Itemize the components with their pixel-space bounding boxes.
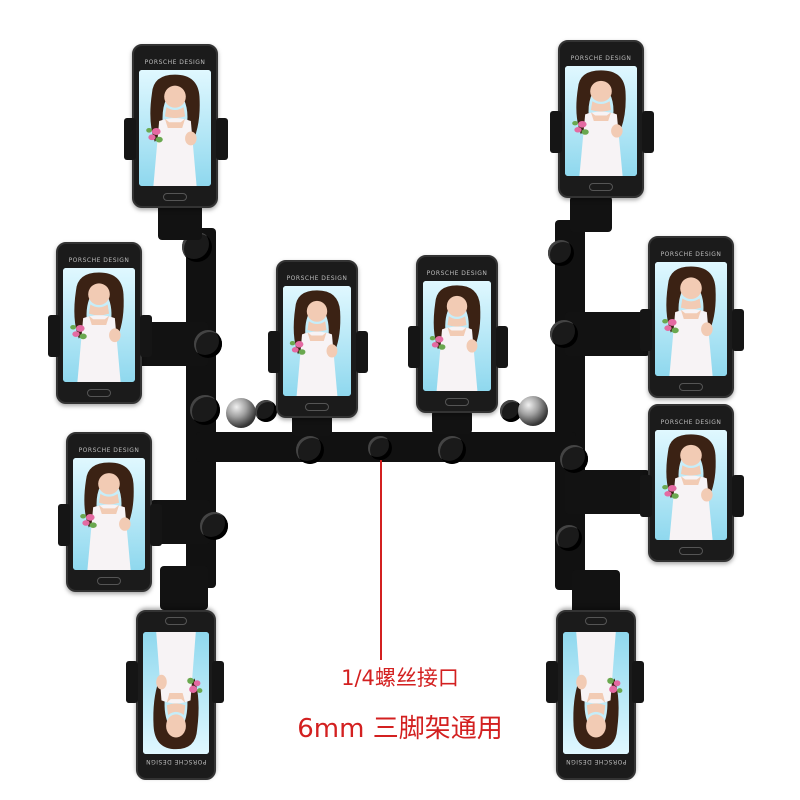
phone-clamp-right[interactable] — [140, 315, 152, 358]
phone-brand-label: PORSCHE DESIGN — [144, 59, 206, 66]
caption-line-2: 6mm 三脚架通用 — [297, 714, 503, 744]
knob[interactable] — [296, 436, 324, 464]
bottom-left-stem — [160, 566, 208, 610]
woman-photo — [655, 262, 727, 376]
phone-brand-label: PORSCHE DESIGN — [78, 447, 140, 454]
woman-photo — [563, 632, 629, 754]
phone-clamp-right[interactable] — [732, 309, 744, 352]
phone-screen — [283, 286, 351, 396]
phone-brand-label: PORSCHE DESIGN — [660, 251, 722, 258]
woman-photo — [63, 268, 135, 382]
phone-screen — [139, 70, 211, 186]
phone-brand-label: PORSCHE DESIGN — [426, 270, 488, 277]
phone-clamp-left[interactable] — [124, 118, 136, 160]
phone-clamp-left[interactable] — [550, 111, 562, 154]
top-right-stem — [570, 196, 612, 232]
knob[interactable] — [500, 400, 522, 422]
phone-clamp-left[interactable] — [640, 475, 652, 518]
ball-head[interactable] — [226, 398, 256, 428]
phone-home-button — [86, 389, 112, 397]
knob[interactable] — [550, 320, 578, 348]
phone-brand-label: PORSCHE DESIGN — [286, 275, 348, 282]
phone-bottom-right: PORSCHE DESIGN — [546, 610, 644, 780]
phone-home-button — [96, 577, 122, 585]
phone-home-button — [678, 547, 704, 555]
knob[interactable] — [368, 436, 392, 460]
right-upper-mount — [565, 312, 650, 356]
phone-clamp-right[interactable] — [496, 326, 508, 369]
phone-home-button — [305, 403, 329, 411]
woman-photo — [143, 632, 209, 754]
knob[interactable] — [255, 400, 277, 422]
phone-clamp-left[interactable] — [640, 309, 652, 352]
phone-center-right: PORSCHE DESIGN — [408, 255, 508, 413]
caption-line-1: 1/4螺丝接口 — [341, 666, 459, 690]
woman-photo — [139, 70, 211, 186]
phone-home-button — [584, 617, 608, 625]
phone-clamp-left[interactable] — [408, 326, 420, 369]
woman-photo — [283, 286, 351, 396]
phone-home-button — [678, 383, 704, 391]
knob[interactable] — [200, 512, 228, 540]
phone-clamp-right[interactable] — [356, 331, 368, 374]
phone-brand-label: PORSCHE DESIGN — [68, 257, 130, 264]
phone-home-button — [445, 398, 469, 406]
phone-clamp-right[interactable] — [732, 475, 744, 518]
phone-lower-right: PORSCHE DESIGN — [640, 404, 744, 562]
knob[interactable] — [548, 240, 574, 266]
phone-top-left: PORSCHE DESIGN — [124, 44, 228, 208]
bottom-right-stem — [572, 570, 620, 614]
phone-clamp-right[interactable] — [642, 111, 654, 154]
phone-home-button — [164, 617, 188, 625]
woman-photo — [565, 66, 637, 176]
knob[interactable] — [560, 445, 588, 473]
phone-screen — [655, 430, 727, 540]
phone-brand-label: PORSCHE DESIGN — [565, 758, 627, 765]
phone-bottom-left: PORSCHE DESIGN — [126, 610, 224, 780]
phone-home-button — [162, 193, 188, 201]
screw-indicator-line — [380, 460, 382, 660]
phone-brand-label: PORSCHE DESIGN — [145, 758, 207, 765]
phone-screen — [73, 458, 145, 570]
phone-lower-left: PORSCHE DESIGN — [58, 432, 162, 592]
knob[interactable] — [190, 395, 220, 425]
woman-photo — [655, 430, 727, 540]
woman-photo — [73, 458, 145, 570]
knob[interactable] — [556, 525, 582, 551]
phone-clamp-left[interactable] — [48, 315, 60, 358]
phone-upper-right: PORSCHE DESIGN — [640, 236, 744, 398]
phone-screen — [423, 281, 491, 391]
phone-clamp-left[interactable] — [268, 331, 280, 374]
woman-photo — [423, 281, 491, 391]
phone-screen — [565, 66, 637, 176]
phone-brand-label: PORSCHE DESIGN — [660, 419, 722, 426]
phone-home-button — [588, 183, 614, 191]
phone-top-right: PORSCHE DESIGN — [550, 40, 654, 198]
phone-clamp-right[interactable] — [150, 504, 162, 547]
phone-upper-left: PORSCHE DESIGN — [48, 242, 152, 404]
phone-screen — [655, 262, 727, 376]
phone-clamp-right[interactable] — [216, 118, 228, 160]
right-lower-mount — [565, 470, 650, 514]
knob[interactable] — [194, 330, 222, 358]
phone-brand-label: PORSCHE DESIGN — [570, 55, 632, 62]
knob[interactable] — [438, 436, 466, 464]
phone-center-left: PORSCHE DESIGN — [268, 260, 368, 418]
ball-head[interactable] — [518, 396, 548, 426]
phone-screen — [143, 632, 209, 754]
phone-clamp-left[interactable] — [58, 504, 70, 547]
center-right-mount — [432, 410, 472, 434]
phone-screen — [63, 268, 135, 382]
phone-screen — [563, 632, 629, 754]
top-left-stem — [158, 204, 202, 240]
